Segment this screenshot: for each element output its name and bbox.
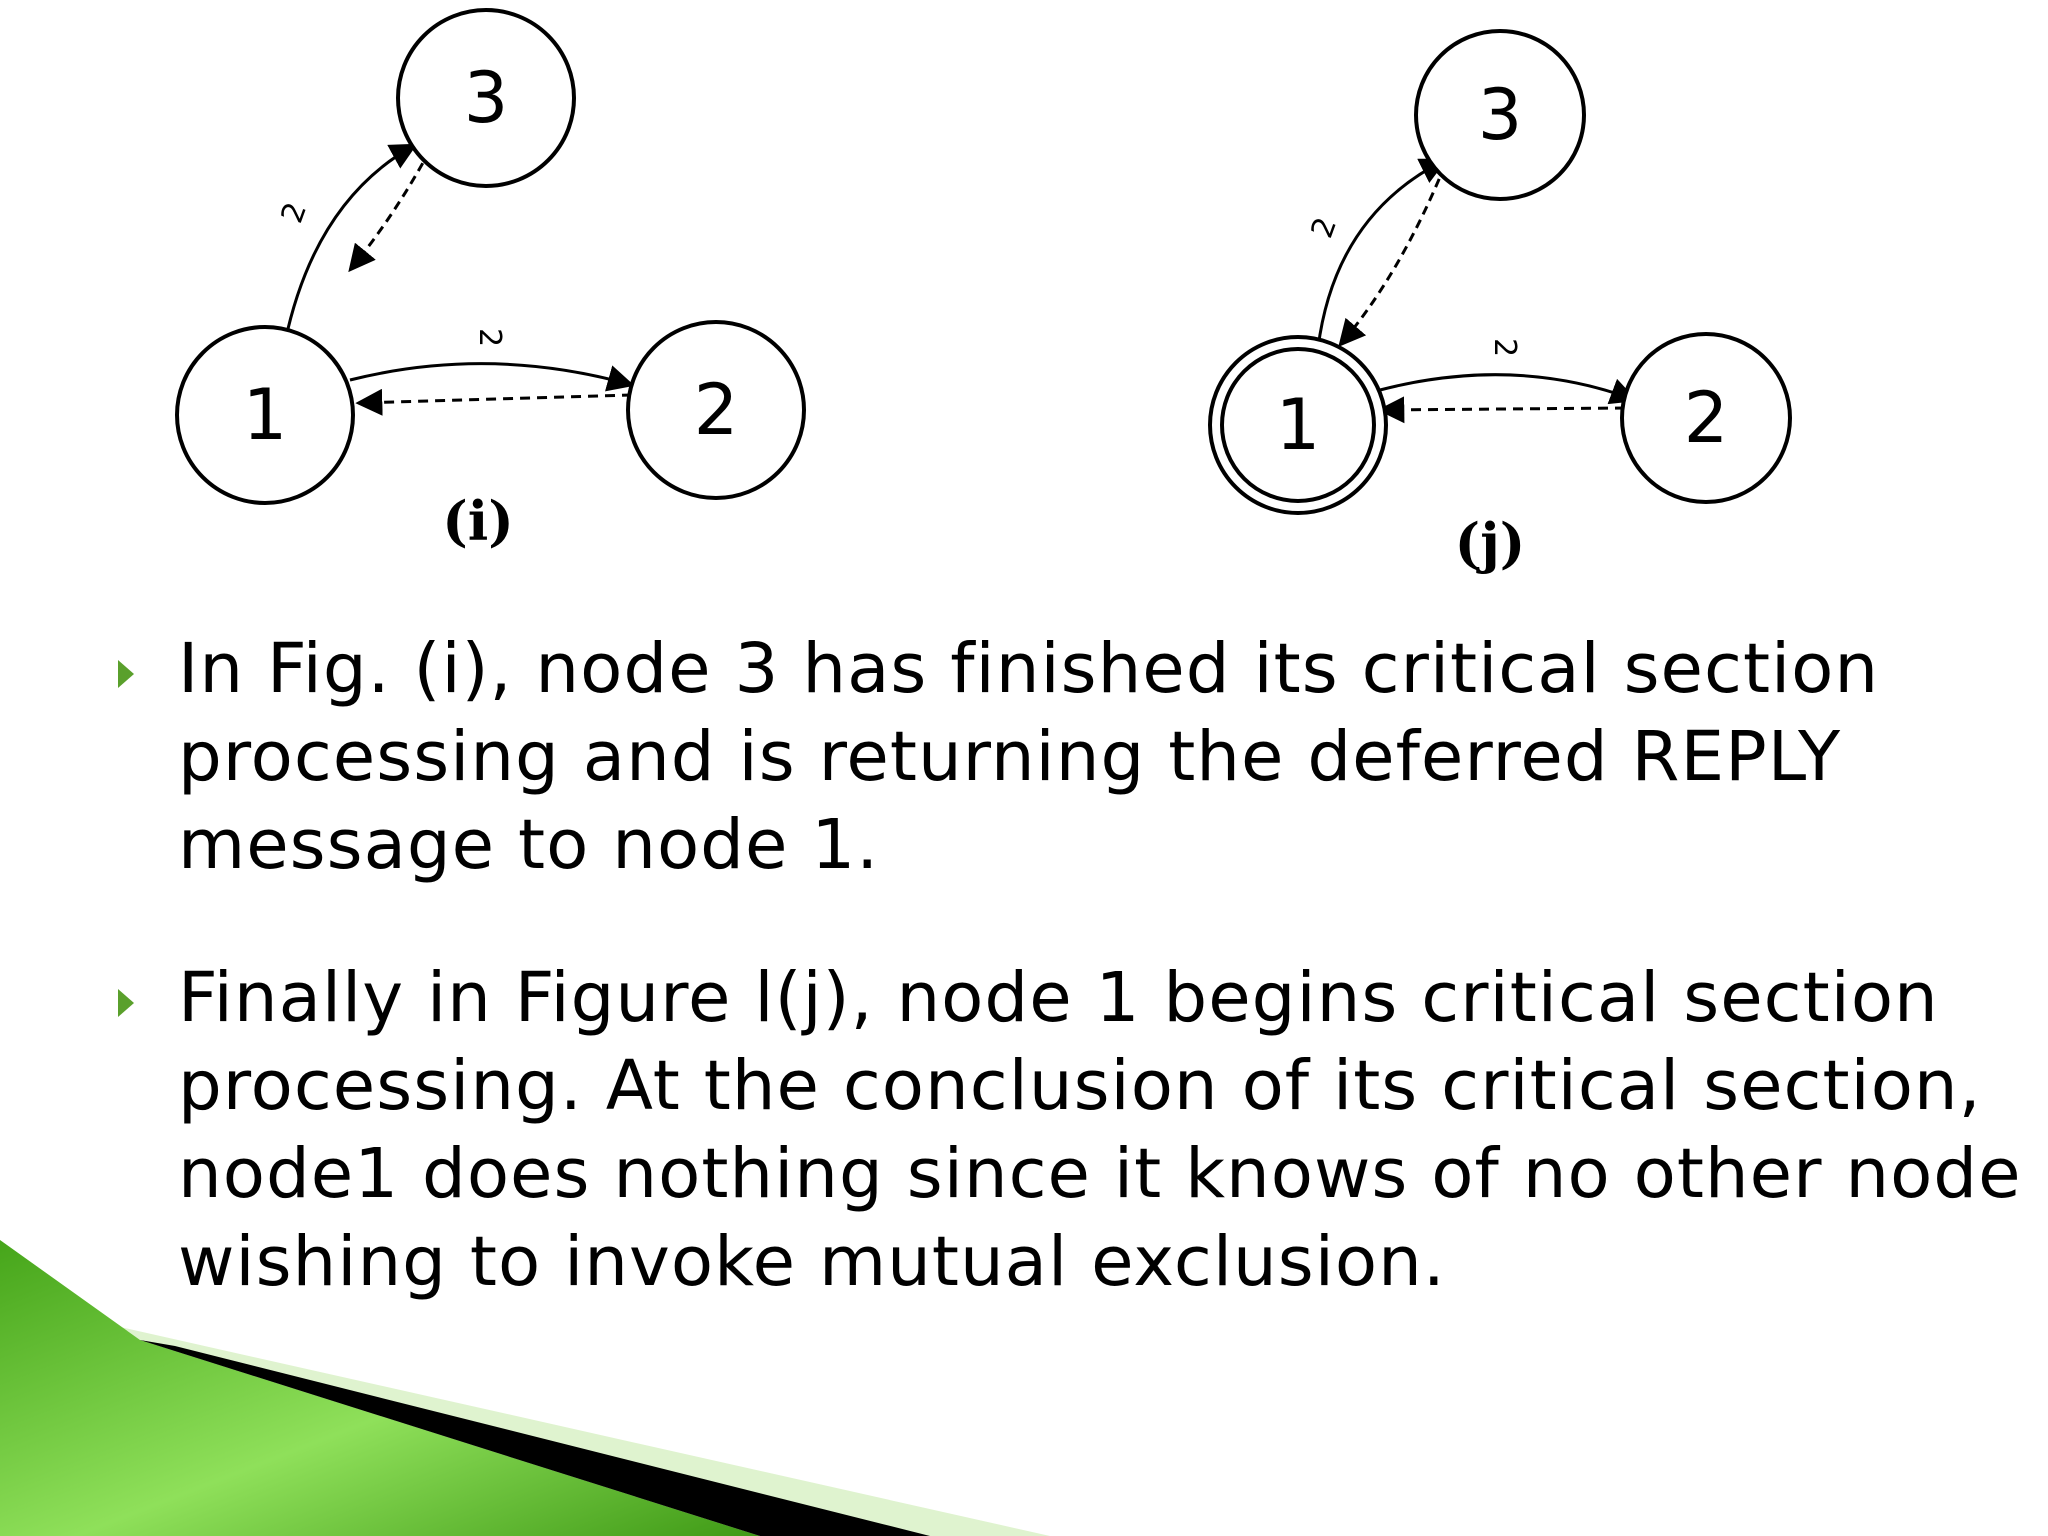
black-swoosh: [140, 1340, 930, 1536]
figure-i: 2 2 3 1 2 (i): [175, 8, 806, 553]
bullet-arrow-icon: [118, 989, 134, 1017]
figure-j-label: (j): [1455, 511, 1526, 575]
edge-1-to-2: [349, 362, 635, 392]
edge-label-1-3: 2: [275, 198, 314, 228]
node-1-label: 1: [1276, 384, 1321, 466]
edge-1-to-3: [1316, 158, 1448, 349]
edge-1-to-3: [283, 143, 418, 343]
edge-label-1-3: 2: [1305, 213, 1344, 243]
bullet-text: Finally in Figure l(j), node 1 begins cr…: [178, 958, 2022, 1302]
node-1-label: 1: [243, 374, 288, 456]
bullet-list: In Fig. (i), node 3 has finished its cri…: [118, 625, 2038, 1306]
light-green-sweep: [0, 1300, 1050, 1536]
node-2: [1620, 332, 1792, 504]
node-2-label: 2: [694, 369, 739, 451]
edge-label-1-2: 2: [472, 328, 507, 347]
edge-2-to-1-dashed: [355, 388, 633, 416]
edge-label-1-2: 2: [1487, 338, 1522, 357]
node-3-label: 3: [464, 57, 509, 139]
edge-1-to-2: [1379, 373, 1638, 405]
node-3-label: 3: [1478, 74, 1523, 156]
diagrams: 2 2 3 1 2 (i) 2 2 3 1 2 (j): [175, 8, 1792, 575]
edge-2-to-1-dashed: [1377, 396, 1626, 424]
node-2-label: 2: [1684, 377, 1729, 459]
bullet-item: In Fig. (i), node 3 has finished its cri…: [118, 625, 2038, 889]
node-3: [396, 8, 576, 188]
edge-3-to-1-dashed: [1338, 164, 1447, 348]
figure-j: 2 2 3 1 2 (j): [1208, 29, 1792, 575]
edge-3-to-1-dashed: [348, 149, 432, 273]
figure-i-label: (i): [442, 489, 514, 553]
node-2: [626, 320, 806, 500]
node-1: [175, 325, 355, 505]
node-1: [1220, 347, 1376, 503]
bullet-item: Finally in Figure l(j), node 1 begins cr…: [118, 954, 2038, 1306]
bullet-arrow-icon: [118, 660, 134, 688]
bullet-text: In Fig. (i), node 3 has finished its cri…: [178, 629, 1880, 885]
node-3: [1414, 29, 1586, 201]
